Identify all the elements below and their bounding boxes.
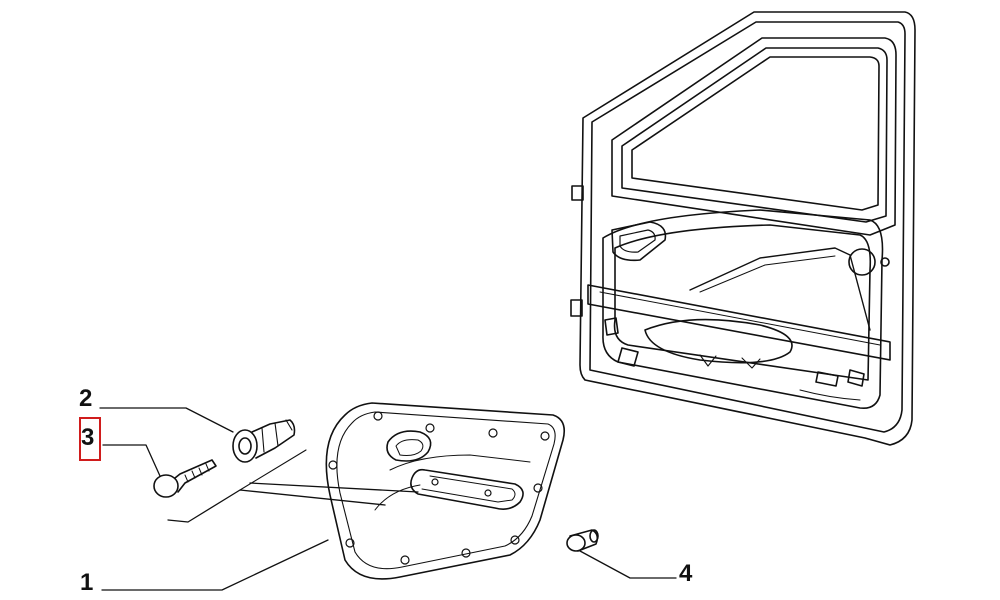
door-outer-shell	[579, 11, 916, 446]
hinge-lower	[570, 299, 583, 317]
trim-panel-inner	[336, 411, 556, 570]
screw	[153, 459, 217, 498]
lower-oval-cutout	[644, 318, 793, 364]
leader-part-4	[579, 550, 677, 579]
window-opening	[631, 56, 880, 211]
callout-part-2[interactable]: 2	[79, 385, 93, 412]
leader-lines	[99, 407, 677, 591]
selected-part-highlight	[79, 417, 101, 461]
regulator-rail	[689, 247, 871, 331]
handle-recess	[611, 221, 667, 262]
lower-opening-mid	[617, 347, 639, 367]
guide-line-screw	[167, 489, 386, 523]
panel-fastener-holes	[328, 411, 550, 565]
inner-cavity-outline	[602, 209, 884, 410]
regulator-motor	[848, 248, 876, 276]
guide-line-clip	[249, 482, 419, 493]
hinge-upper	[571, 185, 584, 201]
leader-part-3	[102, 444, 161, 477]
lower-opening-left	[604, 317, 619, 336]
armrest-strip	[410, 468, 524, 510]
leader-part-1	[101, 539, 329, 591]
window-frame-mid	[621, 47, 888, 223]
trim-panel-outer	[325, 402, 566, 580]
grommet	[566, 529, 599, 552]
callout-part-4[interactable]: 4	[679, 560, 693, 587]
impact-beam	[587, 284, 891, 361]
door-frame	[570, 11, 916, 446]
door-inner-shell	[589, 21, 906, 433]
door-pull-recess	[386, 430, 432, 462]
trim-panel	[325, 402, 566, 580]
window-frame-outer	[611, 37, 897, 236]
callout-part-1[interactable]: 1	[80, 569, 94, 596]
callout-part-3[interactable]: 3	[81, 424, 95, 451]
push-clip	[232, 419, 296, 463]
leader-part-2	[99, 407, 234, 433]
